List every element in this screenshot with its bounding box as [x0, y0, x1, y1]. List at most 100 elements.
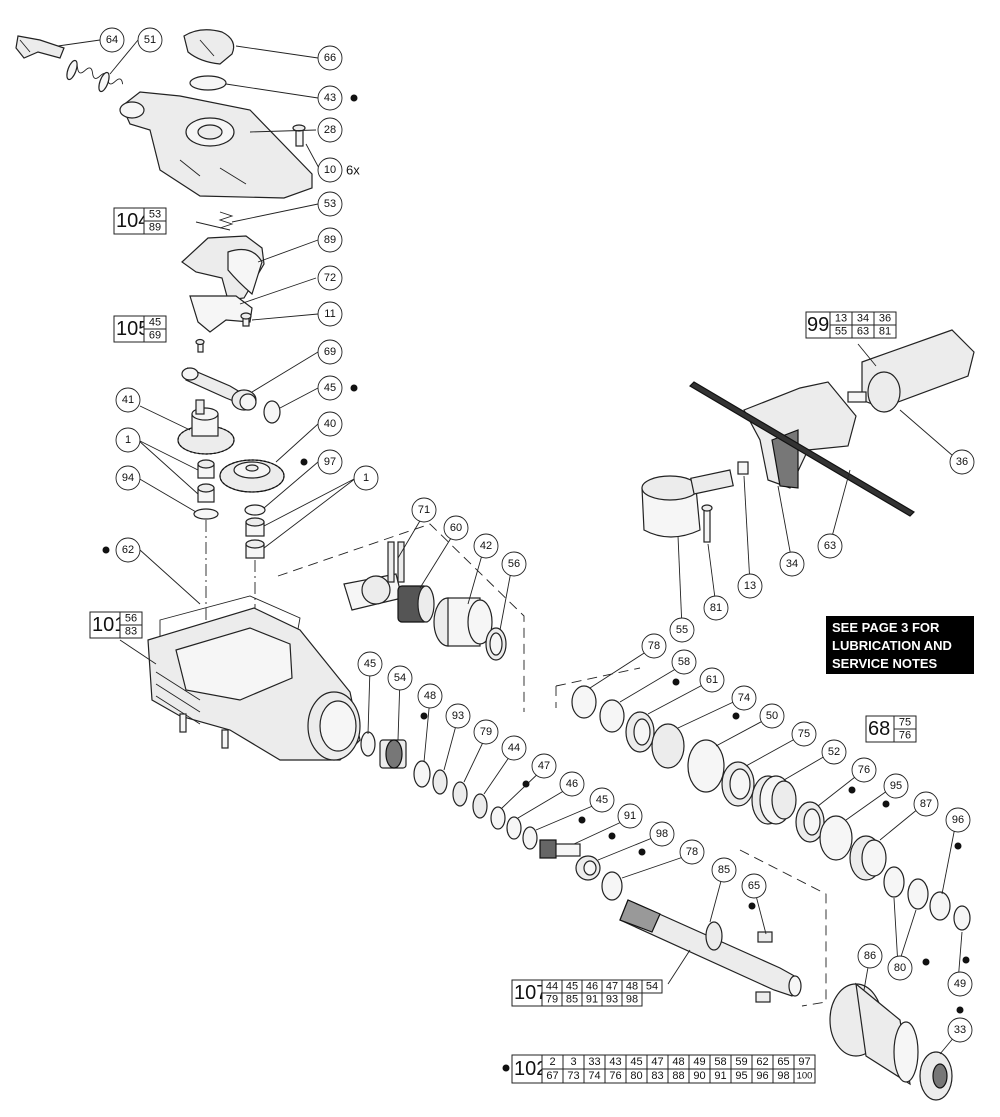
part-76-ring [795, 801, 825, 843]
svg-text:46: 46 [566, 778, 578, 790]
svg-text:64: 64 [106, 34, 118, 46]
kit-101-label: 101 56 83 [89, 611, 157, 665]
svg-text:83: 83 [651, 1070, 663, 1082]
svg-text:81: 81 [710, 602, 722, 614]
part-96-ring [929, 891, 951, 921]
svg-text:73: 73 [567, 1070, 579, 1082]
callout-52: 52 [821, 739, 847, 765]
svg-text:47: 47 [651, 1056, 663, 1068]
svg-text:87: 87 [920, 798, 932, 810]
callout-76: 76 [851, 757, 877, 783]
svg-text:91: 91 [714, 1070, 726, 1082]
bullet-65 [748, 902, 756, 910]
svg-text:91: 91 [586, 994, 598, 1006]
svg-text:2: 2 [549, 1056, 555, 1068]
part-89-switch-carrier [181, 235, 265, 301]
svg-text:98: 98 [777, 1070, 789, 1082]
callout-46: 46 [559, 771, 585, 797]
svg-text:90: 90 [693, 1070, 705, 1082]
part-46-o-ring [506, 816, 522, 840]
part-33-dust-cap [919, 1051, 953, 1101]
svg-text:67: 67 [546, 1070, 558, 1082]
svg-text:69: 69 [149, 330, 161, 342]
svg-text:55: 55 [676, 624, 688, 636]
callout-50: 50 [759, 703, 785, 729]
callout-61: 61 [699, 667, 725, 693]
part-74-ring [651, 723, 685, 769]
part-51-spring [66, 59, 124, 93]
svg-text:48: 48 [626, 981, 638, 993]
svg-text:81: 81 [879, 326, 891, 338]
svg-text:93: 93 [452, 710, 464, 722]
bullet-49 [962, 956, 970, 964]
callout-94: 94 [115, 465, 141, 491]
callout-11: 11 [317, 301, 343, 327]
service-note-box: SEE PAGE 3 FOR LUBRICATION AND SERVICE N… [826, 616, 974, 674]
callout-34: 34 [779, 551, 805, 577]
kit-99-label: 99 13 34 36 55 63 81 [805, 311, 897, 339]
svg-text:51: 51 [144, 34, 156, 46]
svg-text:62: 62 [122, 544, 134, 556]
callout-64: 64 [99, 27, 125, 53]
svg-text:71: 71 [418, 504, 430, 516]
part-75-ring [721, 761, 755, 807]
svg-text:80: 80 [630, 1070, 642, 1082]
bullet-98 [638, 848, 646, 856]
svg-text:74: 74 [738, 692, 750, 704]
part-42-sleeve [433, 597, 493, 647]
svg-text:3: 3 [570, 1056, 576, 1068]
callout-56: 56 [501, 551, 527, 577]
callout-53: 53 [317, 191, 343, 217]
callout-41: 41 [115, 387, 141, 413]
part-79-ring [452, 781, 468, 807]
part-98-bushing [575, 855, 601, 881]
part-69-connecting-rod [181, 367, 257, 411]
part-95-ring [819, 815, 853, 861]
part-78-o-ring-lower [601, 871, 623, 901]
svg-text:95: 95 [890, 780, 902, 792]
svg-text:65: 65 [777, 1056, 789, 1068]
bullet-74 [732, 712, 740, 720]
part-50-ring [687, 739, 725, 793]
callout-91: 91 [617, 803, 643, 829]
callout-78-upper: 78 [641, 633, 667, 659]
callout-89: 89 [317, 227, 343, 253]
svg-text:88: 88 [672, 1070, 684, 1082]
callout-36: 36 [949, 449, 975, 475]
svg-text:78: 78 [686, 846, 698, 858]
callout-48: 48 [417, 683, 443, 709]
svg-text:50: 50 [766, 710, 778, 722]
callout-45-lower: 45 [589, 787, 615, 813]
part-1-bearings-left [197, 459, 215, 503]
part-60-splined-sleeve [397, 585, 435, 623]
svg-text:60: 60 [450, 522, 462, 534]
svg-text:44: 44 [508, 742, 520, 754]
callout-47: 47 [531, 753, 557, 779]
part-45-o-ring-mid [360, 731, 376, 757]
part-97-washer-and-bearings [244, 504, 266, 559]
quantity-6x-label: 6x [346, 163, 360, 178]
svg-text:54: 54 [646, 981, 658, 993]
svg-text:85: 85 [718, 864, 730, 876]
part-28-top-cover [119, 91, 313, 199]
bullet-43 [350, 94, 358, 102]
bullet-45-upper [350, 384, 358, 392]
svg-text:49: 49 [954, 978, 966, 990]
callout-87: 87 [913, 791, 939, 817]
svg-text:45: 45 [364, 658, 376, 670]
svg-text:49: 49 [693, 1056, 705, 1068]
part-101-gear-housing [147, 607, 361, 761]
svg-text:107: 107 [514, 982, 547, 1004]
svg-text:47: 47 [606, 981, 618, 993]
callout-93: 93 [445, 703, 471, 729]
bullet-62 [102, 546, 110, 554]
svg-text:97: 97 [798, 1056, 810, 1068]
callout-79: 79 [473, 719, 499, 745]
svg-text:33: 33 [588, 1056, 600, 1068]
callout-75: 75 [791, 721, 817, 747]
svg-text:45: 45 [630, 1056, 642, 1068]
svg-text:45: 45 [596, 794, 608, 806]
svg-text:102: 102 [514, 1058, 547, 1080]
svg-text:53: 53 [324, 198, 336, 210]
part-91-striker [539, 839, 581, 859]
